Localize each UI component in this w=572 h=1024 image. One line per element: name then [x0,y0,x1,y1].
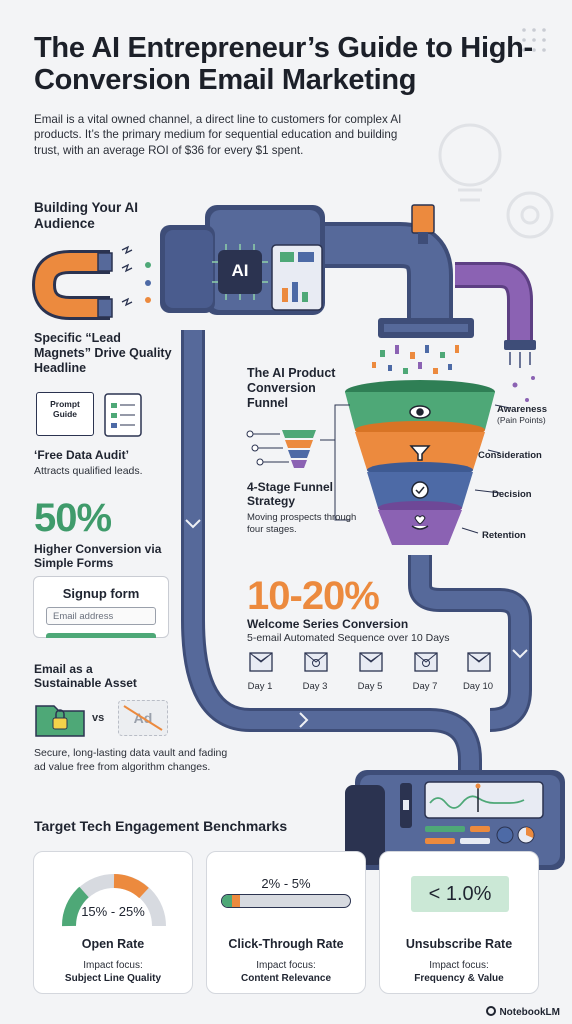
day-item: Day 10 [458,650,498,692]
benchmark-card-click-through-rate: 2% - 5% Click-Through Rate Impact focus:… [206,851,366,994]
benchmark-value: 15% - 25% [81,904,145,919]
stage-label: Awareness [497,404,547,415]
day-label: Day 7 [412,681,438,692]
welcome-description: 5-email Automated Sequence over 10 Days [247,632,450,644]
magnet-icon [31,250,113,320]
benchmark-focus-prefix: Impact focus: [256,960,316,971]
welcome-day-sequence: Day 1 Day 3 Day 5 Day 7 Day 10 [240,650,500,700]
benchmark-value: 2% - 5% [261,876,311,891]
notebooklm-logo-icon [486,1006,497,1016]
lock-folder-icon [35,705,85,737]
benchmark-focus: Content Relevance [240,973,332,984]
funnel-strategy-title: 4-Stage Funnel Strategy [247,480,334,509]
envelope-at-icon [304,652,328,672]
asset-heading: Email as a Sustainable Asset [34,662,137,691]
conversion-stat-value: 50% [34,496,112,540]
funnel-stage-awareness: Awareness (Pain Points) [497,404,567,425]
day-item: Day 1 [240,650,280,692]
vs-label: vs [92,712,105,724]
benchmark-label: Unsubscribe Rate [405,937,513,951]
benchmark-label: Open Rate [81,937,145,951]
checklist-icon [104,393,142,437]
day-label: Day 1 [247,681,273,692]
audience-heading: Building Your AI Audience [34,200,138,232]
benchmark-focus: Subject Line Quality [64,973,162,984]
funnel-heading: The AI Product Conversion Funnel [247,366,336,410]
audit-description: Attracts qualified leads. [34,465,143,477]
funnel-stage-consideration: Consideration [478,450,542,461]
day-item: Day 5 [350,650,390,692]
benchmark-focus-prefix: Impact focus: [83,960,143,971]
asset-description: Secure, long-lasting data vault and fadi… [34,747,228,773]
benchmark-card-open-rate: 15% - 25% Open Rate Impact focus: Subjec… [33,851,193,994]
page-title: The AI Entrepreneur’s Guide to High-Conv… [34,32,533,97]
benchmarks-heading: Target Tech Engagement Benchmarks [34,818,288,834]
envelope-at-icon [414,652,438,672]
lead-magnets-heading: Specific “Lead Magnets” Drive Quality He… [34,331,172,375]
benchmark-label: Click-Through Rate [228,937,344,951]
funnel-stage-retention: Retention [482,530,526,541]
benchmark-value: < 1.0% [411,876,509,912]
benchmark-focus-prefix: Impact focus: [429,960,489,971]
decor-gear-icon [506,191,554,239]
footer-brand-label: NotebookLM [499,1007,560,1018]
envelope-icon [359,652,383,672]
ai-chip-label: AI [231,261,249,280]
signup-form-card: Signup form Email address [33,576,169,638]
signup-submit-button[interactable] [46,633,156,638]
envelope-icon [249,652,273,672]
day-label: Day 10 [462,681,494,692]
signup-email-field[interactable]: Email address [46,607,156,625]
mini-funnel-icon [246,430,316,468]
welcome-stat-value: 10-20% [247,574,380,618]
envelope-icon [467,652,491,672]
conversion-funnel-graphic [345,380,495,545]
funnel-strategy-description: Moving prospects through four stages. [247,512,357,536]
benchmark-focus: Frequency & Value [414,973,504,984]
decor-dots [522,28,546,52]
day-label: Day 5 [357,681,383,692]
conversion-stat-label: Higher Conversion via Simple Forms [34,542,162,571]
ctr-progress-bar [221,894,351,908]
analytics-machine-illustration [345,770,565,870]
intro-paragraph: Email is a vital owned channel, a direct… [34,113,402,157]
audit-title: ‘Free Data Audit’ [34,448,129,462]
day-label: Day 3 [302,681,328,692]
signup-form-title: Signup form [62,586,140,601]
footer-brand: NotebookLM [486,1006,560,1018]
prompt-guide-document-icon: Prompt Guide [36,392,94,436]
prompt-guide-label: Prompt Guide [50,399,80,420]
day-item: Day 7 [405,650,445,692]
day-item: Day 3 [295,650,335,692]
decor-lightbulb-icon [438,123,502,202]
welcome-title: Welcome Series Conversion [247,617,409,631]
gauge-icon [61,874,166,927]
ad-strike-line [123,705,163,731]
stage-sublabel: (Pain Points) [497,415,546,425]
funnel-stage-decision: Decision [492,489,532,500]
benchmark-card-unsubscribe-rate: < 1.0% Unsubscribe Rate Impact focus: Fr… [379,851,539,994]
